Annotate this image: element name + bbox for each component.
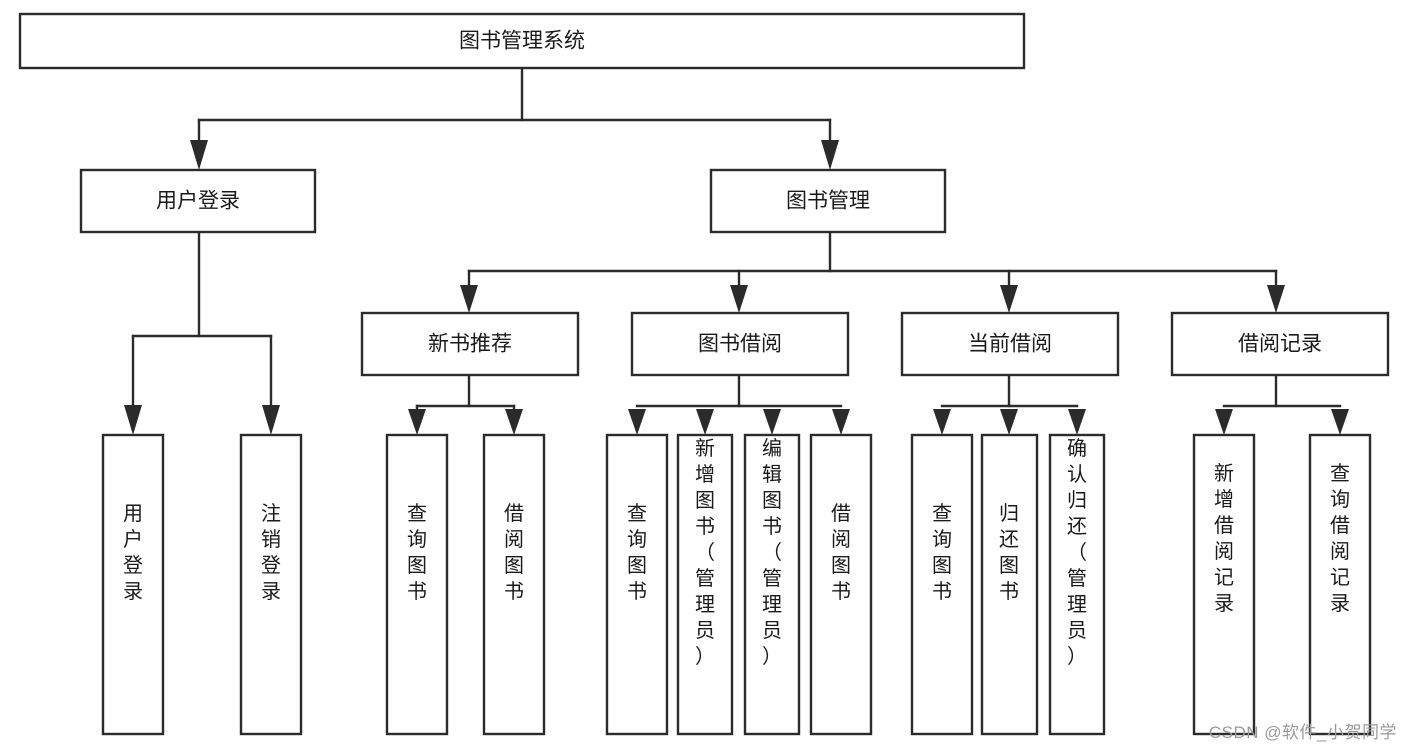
leaf-new-book-query[interactable]: 查询图书 (385, 433, 449, 736)
leaf-new-book-borrow[interactable]: 借阅图书 (482, 433, 546, 736)
leaf-book-borrow-query[interactable]: 查询图书 (605, 433, 669, 736)
leaf-current-borrow-return[interactable]: 归还图书 (980, 433, 1039, 736)
node-user-login[interactable]: 用户登录 (79, 168, 317, 234)
arrow-head-book-mgmt (821, 140, 839, 170)
node-current-borrow-label: 当前借阅 (968, 333, 1052, 356)
arrow-head-leaf-logout (262, 405, 280, 435)
arrow-head-bb-leaf-3 (763, 409, 781, 435)
leaf-borrow-record-add-box[interactable] (1192, 433, 1256, 736)
leaf-book-borrow-add-box[interactable] (676, 433, 734, 736)
arrow-head-cb-leaf-3 (1068, 409, 1086, 435)
leaf-current-borrow-return-box[interactable] (980, 433, 1039, 736)
leaf-borrow-record-query-label: 查询借阅记录 (1330, 462, 1350, 615)
arrow-head-cb-leaf-2 (1000, 409, 1018, 435)
leaf-current-borrow-confirm-box[interactable] (1048, 433, 1106, 736)
arrow-head-br-leaf-2 (1331, 409, 1349, 435)
node-borrow-record-box[interactable] (1170, 311, 1390, 377)
arrow-head-book-borrow (730, 285, 748, 313)
node-root[interactable]: 图书管理系统 (18, 12, 1026, 70)
leaf-user-login-logout[interactable]: 注销登录 (239, 433, 303, 736)
leaf-user-login-login-label: 用户登录 (123, 503, 143, 603)
leaf-new-book-query-label: 查询图书 (407, 502, 427, 603)
node-book-borrow[interactable]: 图书借阅 (630, 311, 850, 377)
node-current-borrow-box[interactable] (900, 311, 1120, 377)
leaf-current-borrow-query[interactable]: 查询图书 (910, 433, 974, 736)
node-book-management-label: 图书管理 (786, 190, 870, 213)
leaf-borrow-record-add-label: 新增借阅记录 (1214, 462, 1234, 615)
node-book-borrow-label: 图书借阅 (698, 333, 782, 356)
arrow-head-current-borrow (1000, 285, 1018, 313)
arrow-head-borrow-record (1267, 285, 1285, 313)
csdn-watermark: CSDN @软件_小贺同学 (1208, 723, 1397, 742)
leaf-current-borrow-query-label: 查询图书 (932, 502, 952, 603)
node-new-book-recommend-label: 新书推荐 (428, 333, 512, 356)
leaf-borrow-record-query[interactable]: 查询借阅记录 (1308, 433, 1372, 736)
leaf-book-borrow-edit[interactable]: 编辑图书（管理员） (743, 433, 801, 736)
node-book-management-box[interactable] (709, 168, 947, 234)
node-borrow-record-label: 借阅记录 (1238, 333, 1322, 356)
leaf-user-login-login-box[interactable] (101, 433, 165, 736)
leaf-book-borrow-query-box[interactable] (605, 433, 669, 736)
leaf-book-borrow-borrow-box[interactable] (809, 433, 873, 736)
leaf-book-borrow-edit-box[interactable] (743, 433, 801, 736)
leaf-new-book-query-box[interactable] (385, 433, 449, 736)
node-book-borrow-box[interactable] (630, 311, 850, 377)
leaf-book-borrow-add-label: 新增图书（管理员） (695, 437, 715, 668)
arrow-head-leaf-user-login (124, 405, 142, 435)
leaf-book-borrow-edit-label: 编辑图书（管理员） (762, 437, 782, 668)
arrow-head-bb-leaf-2 (696, 409, 714, 435)
leaf-new-book-borrow-label: 借阅图书 (504, 502, 524, 603)
leaf-book-borrow-borrow[interactable]: 借阅图书 (809, 433, 873, 736)
node-new-book-recommend[interactable]: 新书推荐 (360, 311, 580, 377)
leaf-current-borrow-confirm-label: 确认归还（管理员） (1067, 437, 1087, 668)
arrow-head-br-leaf-1 (1215, 409, 1233, 435)
leaf-current-borrow-return-label: 归还图书 (999, 502, 1019, 603)
node-new-book-recommend-box[interactable] (360, 311, 580, 377)
arrow-head-bb-leaf-4 (832, 409, 850, 435)
node-book-management[interactable]: 图书管理 (709, 168, 947, 234)
node-user-login-label: 用户登录 (156, 190, 240, 213)
arrow-head-user-login (190, 140, 208, 170)
node-root-label: 图书管理系统 (459, 30, 585, 53)
arrow-head-new-book (460, 285, 478, 313)
arrow-head-nb-leaf-2 (505, 409, 523, 435)
leaf-book-borrow-add[interactable]: 新增图书（管理员） (676, 433, 734, 736)
leaf-current-borrow-confirm[interactable]: 确认归还（管理员） (1048, 433, 1106, 736)
leaf-user-login-login[interactable]: 用户登录 (101, 433, 165, 736)
node-current-borrow[interactable]: 当前借阅 (900, 311, 1120, 377)
leaf-user-login-logout-box[interactable] (239, 433, 303, 736)
leaf-borrow-record-add[interactable]: 新增借阅记录 (1192, 433, 1256, 736)
arrow-head-nb-leaf-1 (408, 409, 426, 435)
node-borrow-record[interactable]: 借阅记录 (1170, 311, 1390, 377)
node-root-box[interactable] (18, 12, 1026, 70)
leaf-new-book-borrow-box[interactable] (482, 433, 546, 736)
node-user-login-box[interactable] (79, 168, 317, 234)
arrow-head-cb-leaf-1 (933, 409, 951, 435)
arrow-head-bb-leaf-1 (628, 409, 646, 435)
leaf-borrow-record-query-box[interactable] (1308, 433, 1372, 736)
connectors-layer (124, 66, 1349, 435)
leaf-book-borrow-borrow-label: 借阅图书 (831, 502, 851, 603)
leaf-book-borrow-query-label: 查询图书 (627, 502, 647, 603)
leaf-current-borrow-query-box[interactable] (910, 433, 974, 736)
leaf-user-login-logout-label: 注销登录 (261, 502, 281, 603)
